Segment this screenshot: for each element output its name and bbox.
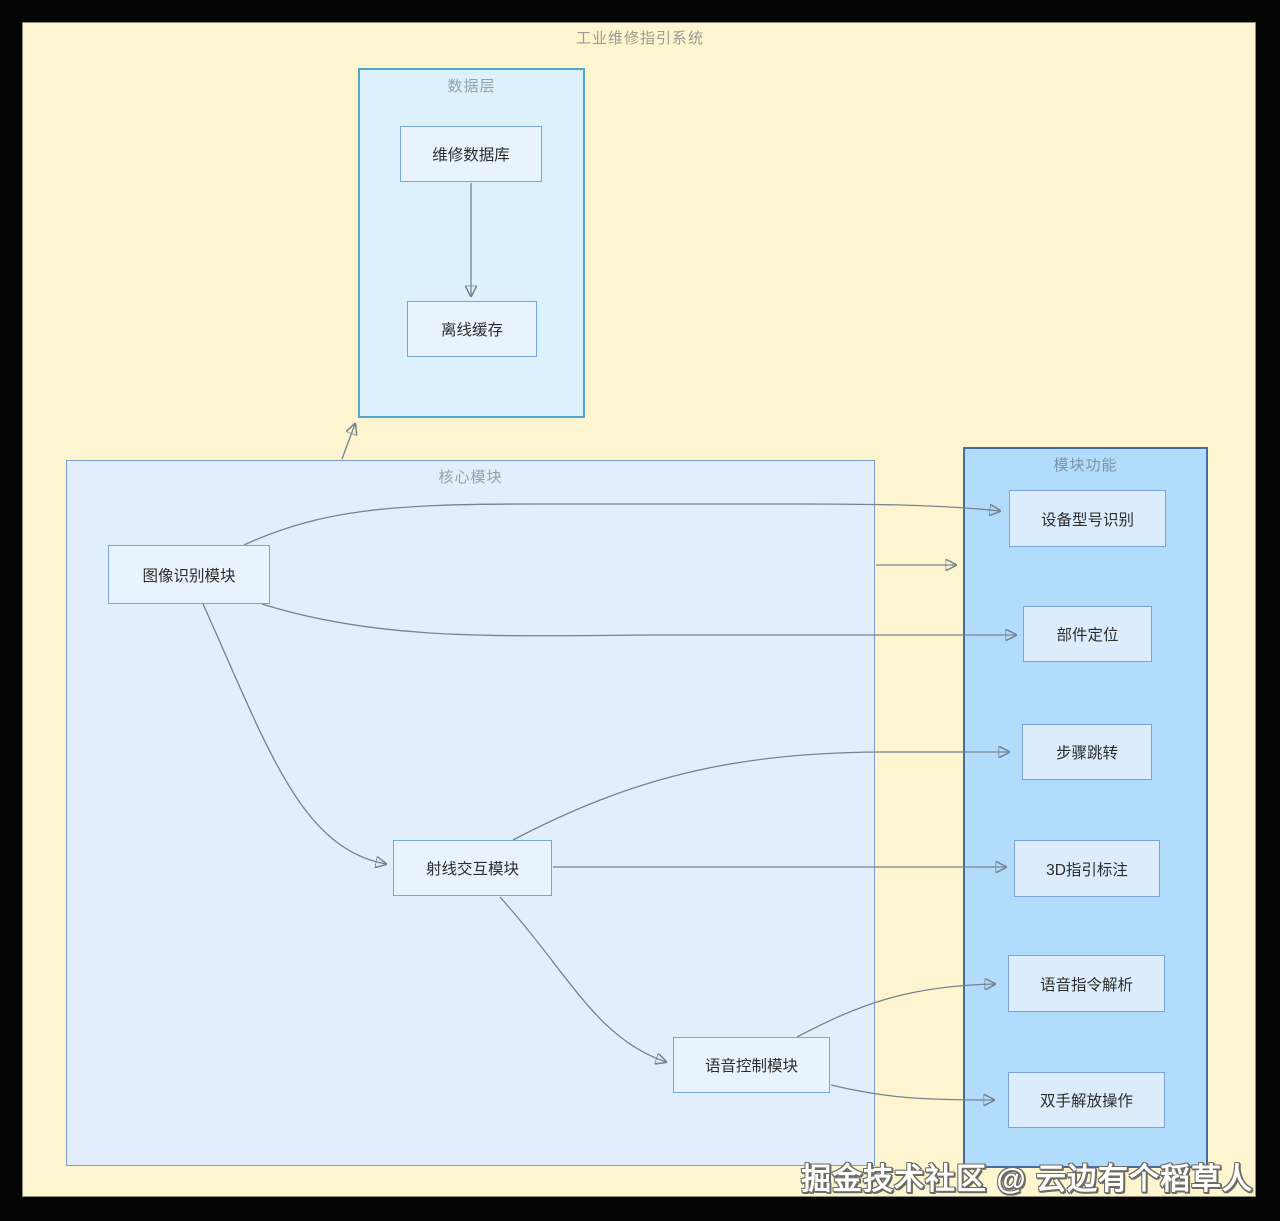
diagram-title: 工业维修指引系统 [575, 30, 704, 47]
group-data-layer-label: 数据层 [447, 78, 496, 95]
node-offline-cache: 离线缓存 [407, 301, 537, 357]
group-data-layer: 数据层 [358, 68, 585, 418]
group-core-modules-label: 核心模块 [438, 469, 503, 486]
node-step-jump: 步骤跳转 [1022, 724, 1152, 780]
node-repair-database: 维修数据库 [400, 126, 542, 182]
node-hands-free-operation: 双手解放操作 [1008, 1072, 1165, 1128]
node-device-model-recognition: 设备型号识别 [1009, 490, 1166, 547]
node-3d-guide-annotation: 3D指引标注 [1014, 840, 1160, 897]
group-module-functions: 模块功能 [963, 447, 1208, 1168]
watermark-text: 掘金技术社区 @ 云边有个稻草人 [801, 1163, 1253, 1196]
node-part-location: 部件定位 [1023, 606, 1152, 662]
node-image-recognition: 图像识别模块 [108, 545, 270, 604]
node-voice-control: 语音控制模块 [673, 1037, 830, 1093]
node-voice-command-parse: 语音指令解析 [1008, 955, 1165, 1012]
group-module-functions-label: 模块功能 [1053, 457, 1118, 474]
node-ray-interaction: 射线交互模块 [393, 840, 552, 896]
